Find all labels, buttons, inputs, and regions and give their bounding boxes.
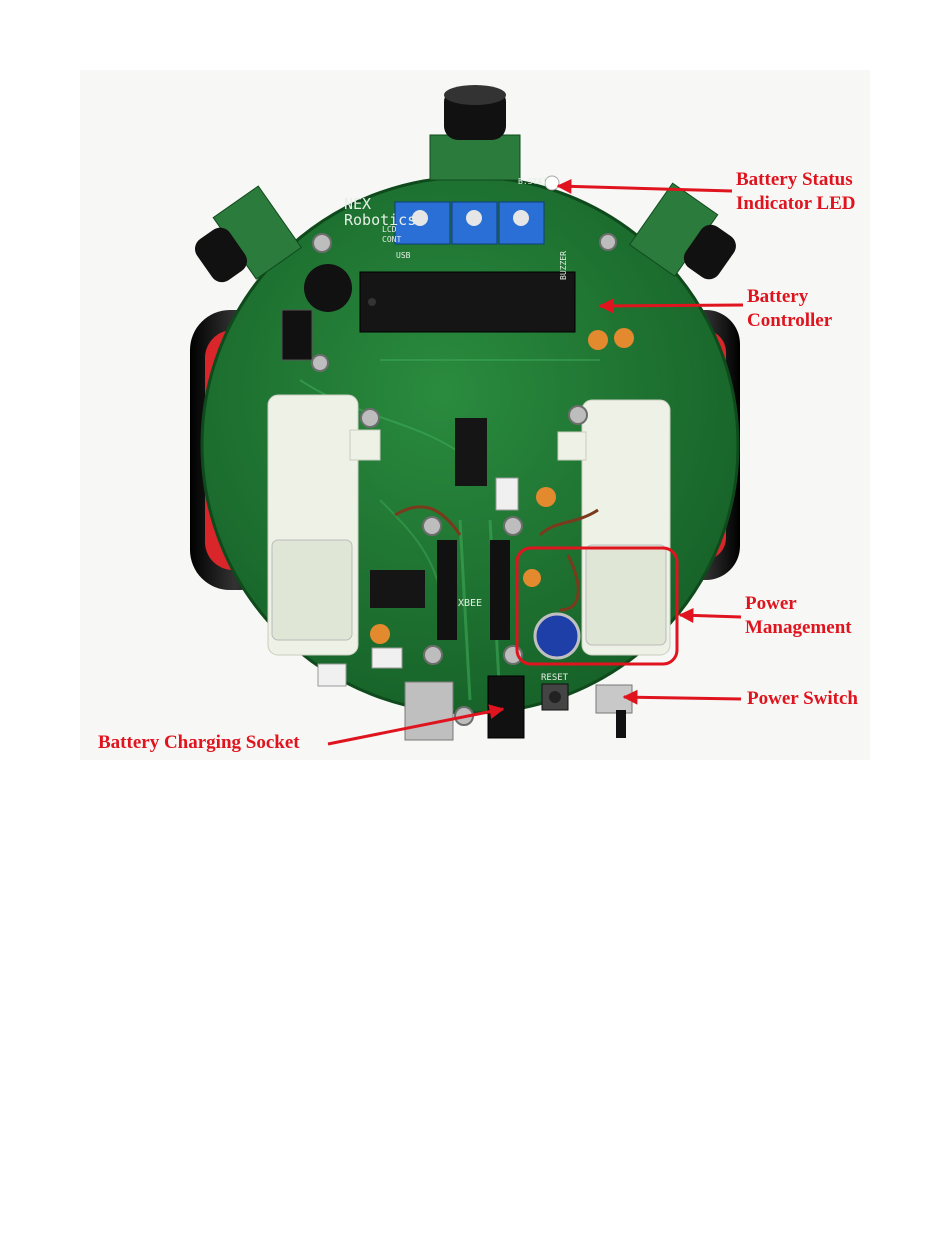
label-line: Indicator LED — [736, 192, 855, 216]
label-line: Management — [745, 616, 852, 640]
arrow-power-switch — [624, 697, 741, 699]
label-line: Battery — [747, 285, 832, 309]
label-battery-status-led: Battery Status Indicator LED — [736, 168, 855, 216]
label-power-management: Power Management — [745, 592, 852, 640]
label-line: Battery Charging Socket — [98, 731, 300, 755]
label-battery-controller: Battery Controller — [747, 285, 832, 333]
arrow-power-management — [680, 615, 741, 617]
label-battery-charging-socket: Battery Charging Socket — [98, 731, 300, 755]
label-line: Battery Status — [736, 168, 855, 192]
arrow-battery-status — [558, 186, 732, 191]
arrow-charging-socket — [328, 709, 503, 744]
label-power-switch: Power Switch — [747, 687, 858, 711]
power-management-highlight — [517, 548, 677, 664]
label-line: Power Switch — [747, 687, 858, 711]
label-line: Power — [745, 592, 852, 616]
label-line: Controller — [747, 309, 832, 333]
arrow-battery-controller — [600, 305, 743, 306]
